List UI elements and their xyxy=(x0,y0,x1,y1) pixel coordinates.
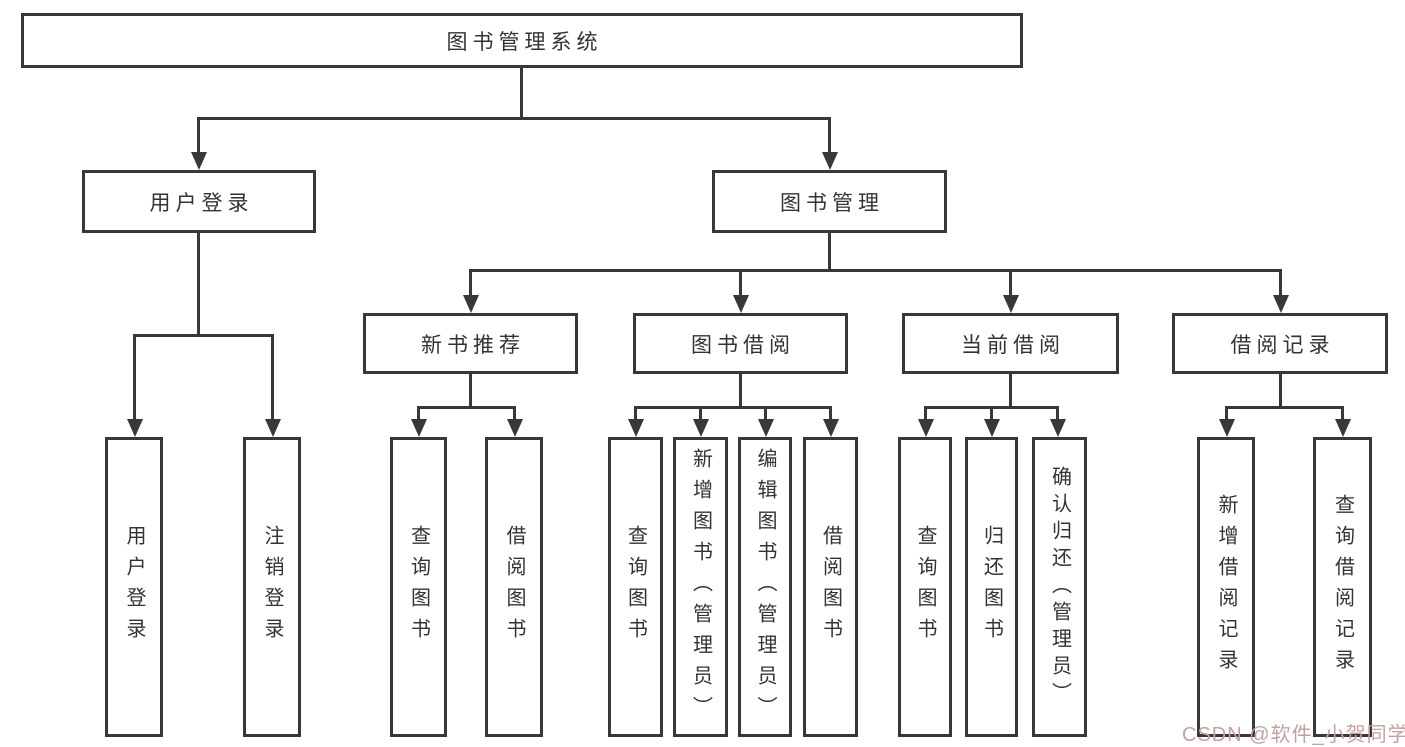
connector-leaf-stem xyxy=(1341,406,1344,421)
leaf-logout: 注销登录 xyxy=(243,437,301,737)
connector-leaf-stem xyxy=(764,406,767,421)
arrow-into-leaf-user-login xyxy=(127,419,143,437)
connector-leaf-stem xyxy=(1056,406,1059,421)
leaf-confirm-return-admin: 确认归还（管理员） xyxy=(1032,437,1087,737)
csdn-watermark: CSDN @软件_小贺同学 xyxy=(1182,724,1405,746)
connector-book-management-stem xyxy=(828,117,831,154)
leaf-borrow-books-recommend: 借阅图书 xyxy=(485,437,543,737)
connector-level2-branch xyxy=(197,117,831,120)
connector-leaf-stem xyxy=(634,406,637,421)
arrow-into-new-book-recommend xyxy=(463,295,479,313)
leaf-query-books-borrow: 查询图书 xyxy=(608,437,663,737)
connector-borrow-records-branch xyxy=(1225,406,1344,409)
connector-root-stem xyxy=(520,68,523,120)
connector-leaf-stem xyxy=(829,406,832,421)
leaf-user-login-label: 用户登录 xyxy=(123,525,145,649)
leaf-query-borrow-record: 查询借阅记录 xyxy=(1313,437,1372,737)
connector-leaf-stem xyxy=(1225,406,1228,421)
leaf-return-book-label: 归还图书 xyxy=(980,525,1003,649)
leaf-confirm-return-admin-label: 确认归还（管理员） xyxy=(1048,465,1071,709)
leaf-borrow-books-borrow: 借阅图书 xyxy=(803,437,858,737)
arrow-into-leaf-confirm-return-admin xyxy=(1050,419,1066,437)
connector-current-borrow-stem xyxy=(1009,269,1012,297)
arrow-into-borrow-records xyxy=(1273,295,1289,313)
leaf-borrow-books-recommend-label: 借阅图书 xyxy=(503,525,525,649)
connector-new-book-recommend-stem xyxy=(469,269,472,297)
connector-leaf-stem xyxy=(924,406,927,421)
node-book-borrow-label: 图书借阅 xyxy=(691,333,795,357)
node-borrow-records: 借阅记录 xyxy=(1172,313,1388,374)
arrow-into-leaf-add-book-admin xyxy=(693,419,709,437)
connector-leaf-stem xyxy=(513,406,516,421)
connector-borrow-records-down xyxy=(1279,374,1282,409)
node-new-book-recommend: 新书推荐 xyxy=(363,313,578,374)
leaf-add-book-admin-label: 新增图书（管理员） xyxy=(689,447,712,727)
node-borrow-records-label: 借阅记录 xyxy=(1230,333,1335,357)
leaf-query-borrow-record-label: 查询借阅记录 xyxy=(1331,494,1354,680)
node-root: 图书管理系统 xyxy=(21,13,1023,68)
leaf-add-book-admin: 新增图书（管理员） xyxy=(673,437,728,737)
node-book-management: 图书管理 xyxy=(712,170,947,233)
connector-book-borrow-branch xyxy=(634,406,832,409)
connector-level3-branch xyxy=(469,269,1282,272)
node-book-borrow: 图书借阅 xyxy=(633,313,848,374)
connector-leaf-user-login-stem xyxy=(133,334,136,421)
arrow-into-current-borrow xyxy=(1003,295,1019,313)
arrow-into-leaf-logout xyxy=(265,419,281,437)
arrow-into-book-management xyxy=(822,152,838,170)
leaf-logout-label: 注销登录 xyxy=(261,525,283,649)
leaf-user-login: 用户登录 xyxy=(105,437,163,737)
connector-new-book-recommend-down xyxy=(469,374,472,409)
connector-user-login-down xyxy=(197,233,200,336)
arrow-into-leaf-edit-book-admin xyxy=(758,419,774,437)
node-user-login: 用户登录 xyxy=(82,170,316,233)
leaf-query-books-current: 查询图书 xyxy=(898,437,952,737)
node-new-book-recommend-label: 新书推荐 xyxy=(421,333,525,357)
connector-user-login-branch xyxy=(133,334,274,337)
arrow-into-leaf-borrow-books-recommend xyxy=(507,419,523,437)
connector-book-borrow-down xyxy=(739,374,742,409)
leaf-add-borrow-record: 新增借阅记录 xyxy=(1197,437,1255,737)
node-book-management-label: 图书管理 xyxy=(780,191,884,215)
arrow-into-leaf-query-books-borrow xyxy=(628,419,644,437)
node-user-login-label: 用户登录 xyxy=(149,191,254,215)
connector-user-login-stem xyxy=(197,117,200,154)
leaf-query-books-recommend-label: 查询图书 xyxy=(407,525,430,649)
connector-leaf-stem xyxy=(990,406,993,421)
connector-book-management-down xyxy=(828,233,831,272)
leaf-return-book: 归还图书 xyxy=(965,437,1018,737)
node-current-borrow: 当前借阅 xyxy=(902,313,1119,374)
node-current-borrow-label: 当前借阅 xyxy=(961,333,1065,357)
connector-leaf-stem xyxy=(417,406,420,421)
arrow-into-book-borrow xyxy=(733,295,749,313)
connector-current-borrow-down xyxy=(1009,374,1012,409)
arrow-into-leaf-query-books-current xyxy=(918,419,934,437)
connector-leaf-logout-stem xyxy=(271,334,274,421)
leaf-query-books-recommend: 查询图书 xyxy=(390,437,447,737)
arrow-into-leaf-query-borrow-record xyxy=(1335,419,1351,437)
leaf-query-books-borrow-label: 查询图书 xyxy=(624,525,647,649)
connector-book-borrow-stem xyxy=(739,269,742,297)
connector-leaf-stem xyxy=(699,406,702,421)
arrow-into-leaf-return-book xyxy=(984,419,1000,437)
leaf-query-books-current-label: 查询图书 xyxy=(914,525,936,649)
arrow-into-leaf-query-books-recommend xyxy=(411,419,427,437)
leaf-borrow-books-borrow-label: 借阅图书 xyxy=(819,525,842,649)
arrow-into-user-login xyxy=(191,152,207,170)
connector-borrow-records-stem xyxy=(1279,269,1282,297)
leaf-edit-book-admin-label: 编辑图书（管理员） xyxy=(754,447,776,727)
leaf-edit-book-admin: 编辑图书（管理员） xyxy=(738,437,792,737)
leaf-add-borrow-record-label: 新增借阅记录 xyxy=(1215,494,1237,680)
connector-new-book-recommend-branch xyxy=(417,406,516,409)
arrow-into-leaf-borrow-books-borrow xyxy=(823,419,839,437)
arrow-into-leaf-add-borrow-record xyxy=(1219,419,1235,437)
node-root-label: 图书管理系统 xyxy=(446,30,603,54)
